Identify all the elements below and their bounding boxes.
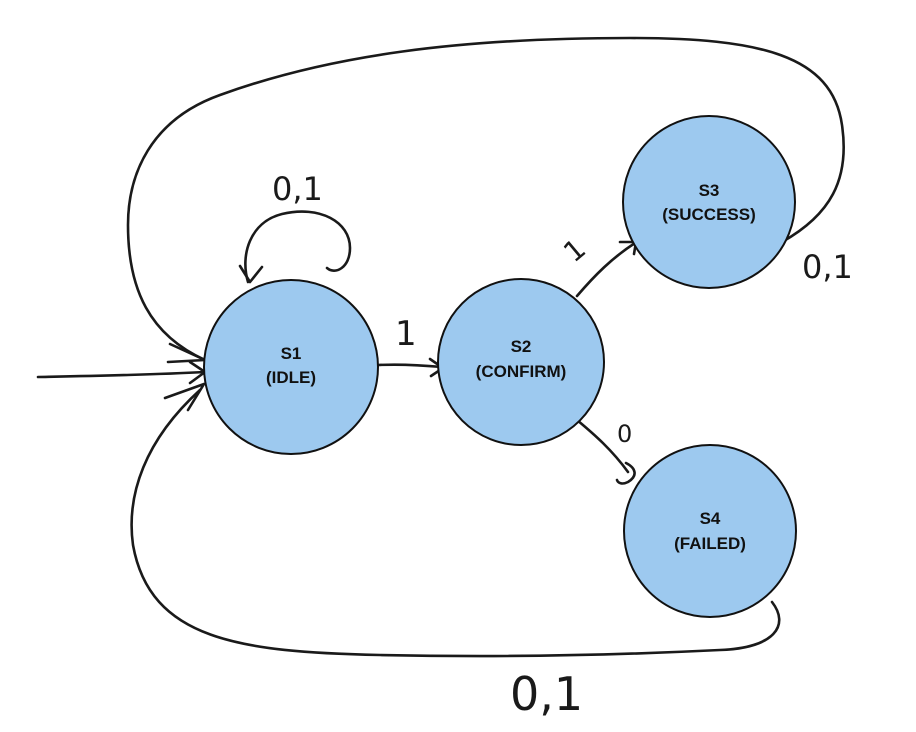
state-s4: S4 (FAILED) [623,444,797,618]
state-s1-subtitle: (IDLE) [266,368,316,387]
transition-s2-to-s4 [575,418,636,485]
state-s3-name: S3 [699,181,720,200]
label-s1-to-s2: 1 [395,314,417,354]
state-s2-subtitle: (CONFIRM) [476,362,567,381]
state-s3-circle [622,115,796,289]
state-s1-name: S1 [281,344,302,363]
start-transition [36,360,207,385]
label-s1-self: 0,1 [272,170,323,208]
label-s4-to-s1: 0,1 [510,667,583,721]
state-s1-circle [203,279,379,455]
state-s4-name: S4 [700,509,721,528]
state-s1: S1 (IDLE) [203,279,379,455]
state-s4-subtitle: (FAILED) [674,534,746,553]
state-s3-subtitle: (SUCCESS) [662,205,756,224]
label-s2-to-s3: 1 [557,232,592,269]
label-s3-to-s1: 0,1 [802,248,853,286]
state-s2: S2 (CONFIRM) [437,278,605,446]
state-s4-circle [623,444,797,618]
state-s2-circle [437,278,605,446]
state-s3: S3 (SUCCESS) [622,115,796,289]
transition-s1-to-s2 [376,357,445,378]
transition-s2-to-s3 [575,240,638,298]
label-s2-to-s4: 0 [617,420,632,448]
state-s2-name: S2 [511,337,532,356]
transition-s1-self [238,210,352,284]
transition-s4-to-s1 [130,382,781,658]
